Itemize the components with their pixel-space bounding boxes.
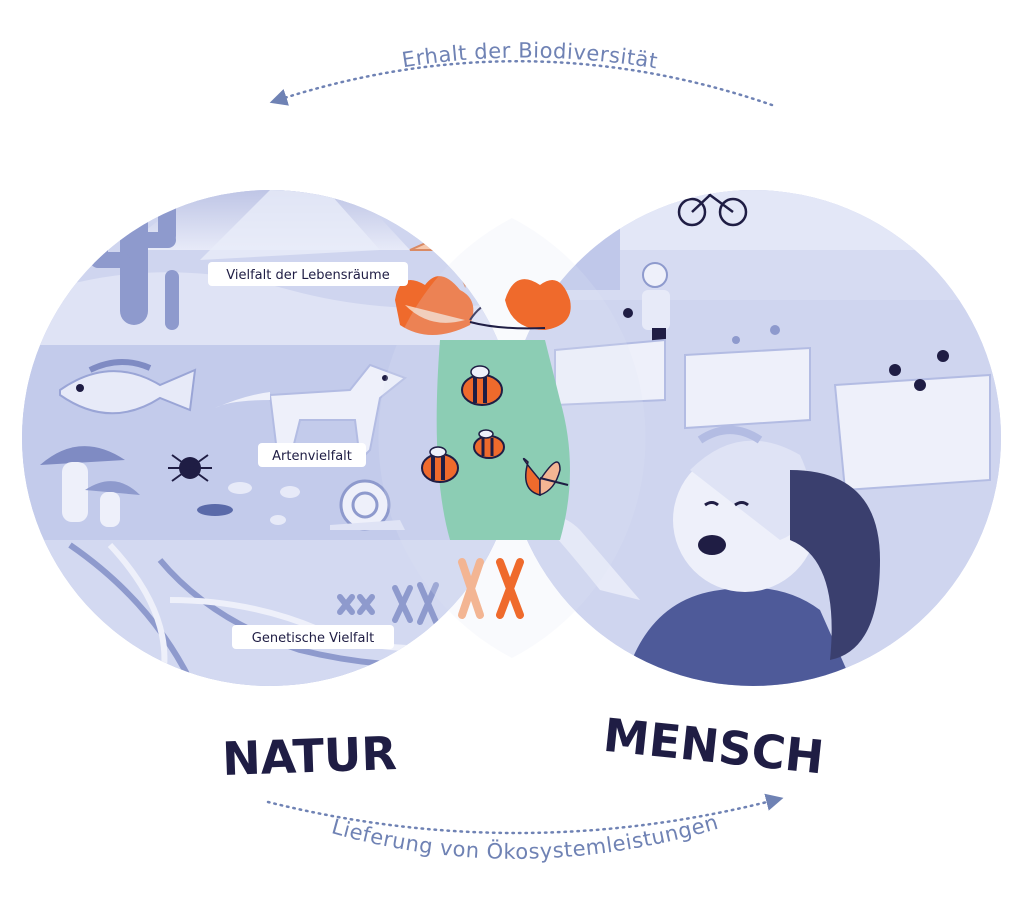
bottom-cycle-label: Lieferung von Ökosystemleistungen <box>329 810 721 864</box>
svg-text:Artenvielfalt: Artenvielfalt <box>272 449 352 464</box>
label-species: Artenvielfalt <box>258 443 366 467</box>
mensch-title: MENSCH <box>601 708 827 785</box>
svg-text:Genetische Vielfalt: Genetische Vielfalt <box>252 631 374 646</box>
top-cycle-arrow <box>278 61 772 105</box>
label-habitats: Vielfalt der Lebensräume <box>208 262 408 286</box>
label-genetic: Genetische Vielfalt <box>232 625 394 649</box>
top-cycle-label: Erhalt der Biodiversität <box>400 38 659 73</box>
natur-title: NATUR <box>221 726 397 786</box>
svg-text:Vielfalt der Lebensräume: Vielfalt der Lebensräume <box>226 268 389 283</box>
